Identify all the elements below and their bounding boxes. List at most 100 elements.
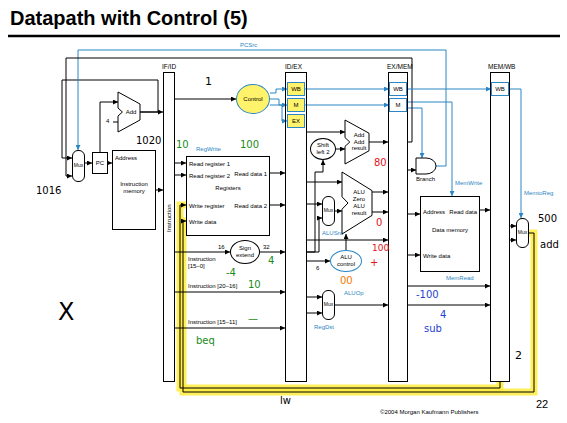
data-wire [346,234,347,250]
pipeline-register: EX/MEMWBM [388,72,408,382]
mux-symbol: Mux [72,150,85,182]
data-wire [408,214,420,215]
node-text: EX [292,118,300,125]
data-wire [175,163,186,164]
data-wire [307,218,322,252]
handwritten-note: -4 [226,268,236,278]
node-text: Read data 2 [234,203,267,210]
signal-name: MemRead [446,275,474,282]
handwritten-note: 2 [515,350,522,361]
handwritten-note: — [248,314,258,324]
node-text: Control [243,96,262,103]
node-text: Read register 1 [189,161,230,168]
handwritten-note: + [370,258,378,268]
constant-wire [113,122,118,123]
title-rule [8,35,560,38]
handwritten-note: lw [280,396,291,406]
control-field: EX [287,114,305,128]
signal-name: MemWrite [455,180,482,187]
node-text: Data memory [421,227,479,234]
constant-value: 4 [106,118,109,125]
node-text: M [396,102,401,109]
control-wire [509,89,521,218]
mux-symbol: Mux [516,218,529,248]
pipeline-register: IF/IDInstruction [163,72,175,382]
node-text: Write register [189,203,225,210]
data-wire [307,182,342,183]
node-text: ALU result [346,203,372,217]
control-field: M [287,98,305,112]
data-wire [480,210,490,211]
handwritten-note: 4 [440,310,446,320]
highlight-stroke [183,221,534,392]
node-text: Address [115,155,137,162]
signal-name: RegWrite [196,146,221,153]
field-name: Instruction [15–11] [188,319,237,326]
data-wire [307,313,322,314]
node-text: Sign extend [234,245,256,259]
handwritten-note: 100 [240,140,259,150]
data-wire [307,297,322,298]
node-text: Mux [324,302,333,308]
bus-width: 16 [218,244,225,251]
node-text: Instruction memory [113,181,155,195]
field-name: Instruction [15–0] [188,256,224,270]
node-text: Mux [518,230,527,236]
data-wire [270,205,285,206]
data-wire [183,221,534,392]
data-wire [307,261,330,262]
handwritten-note: 1 [205,76,212,87]
shift-unit: Shift left 2 [310,138,336,160]
adder-symbol: Add [118,92,140,132]
data-wire [85,163,92,164]
handwritten-note: 00 [340,276,353,286]
handwritten-note: 10 [176,140,189,150]
handwritten-note: add [540,240,559,250]
node-text: Shift left 2 [314,142,332,156]
signal-name: ALUOp [344,290,364,297]
handwritten-note: -100 [416,290,439,300]
instruction-memory: AddressInstruction memory [112,150,156,230]
data-wire [100,102,118,152]
pc-register: PC [92,152,108,174]
data-wire [335,305,388,306]
node-text: Address [423,209,445,216]
signal-name: RegDst [314,324,334,331]
node-text: IF/ID [162,63,172,70]
data-wire [175,99,236,100]
handwritten-mark: X [58,300,74,324]
node-text: WB [495,86,505,93]
handwritten-note: beq [196,336,215,346]
node-text: Branch [416,176,435,183]
data-wire [175,292,285,293]
pipeline-register: MEM/WBWB [490,72,510,382]
shape-outline [416,158,436,174]
node-text: EX/MEM [387,63,405,70]
data-wire [336,149,345,150]
register-file: Read register 1Read register 2RegistersW… [186,156,270,236]
data-wire [175,175,186,176]
alu-control-unit: ALU control [330,250,362,272]
control-wire [305,105,389,106]
node-text: ID/EX [285,63,302,70]
control-field: WB [491,82,509,96]
signal-name: MemtoReg [524,190,553,197]
node-text: MEM/WB [488,63,506,70]
data-wire [307,240,388,241]
handwritten-note: sub [424,324,442,334]
bus-width: 6 [316,265,319,272]
pipeline-register: ID/EXWBMEX [285,72,307,382]
data-wire [372,192,388,193]
data-wire [156,190,163,191]
mux-symbol: Mux [322,196,335,226]
data-wire [307,204,322,205]
data-wire [307,132,345,133]
data-wire [408,286,490,287]
data-wire [372,212,388,213]
node-text: WB [291,86,301,93]
data-wire [408,305,490,306]
node-text: Read data 1 [234,171,267,178]
